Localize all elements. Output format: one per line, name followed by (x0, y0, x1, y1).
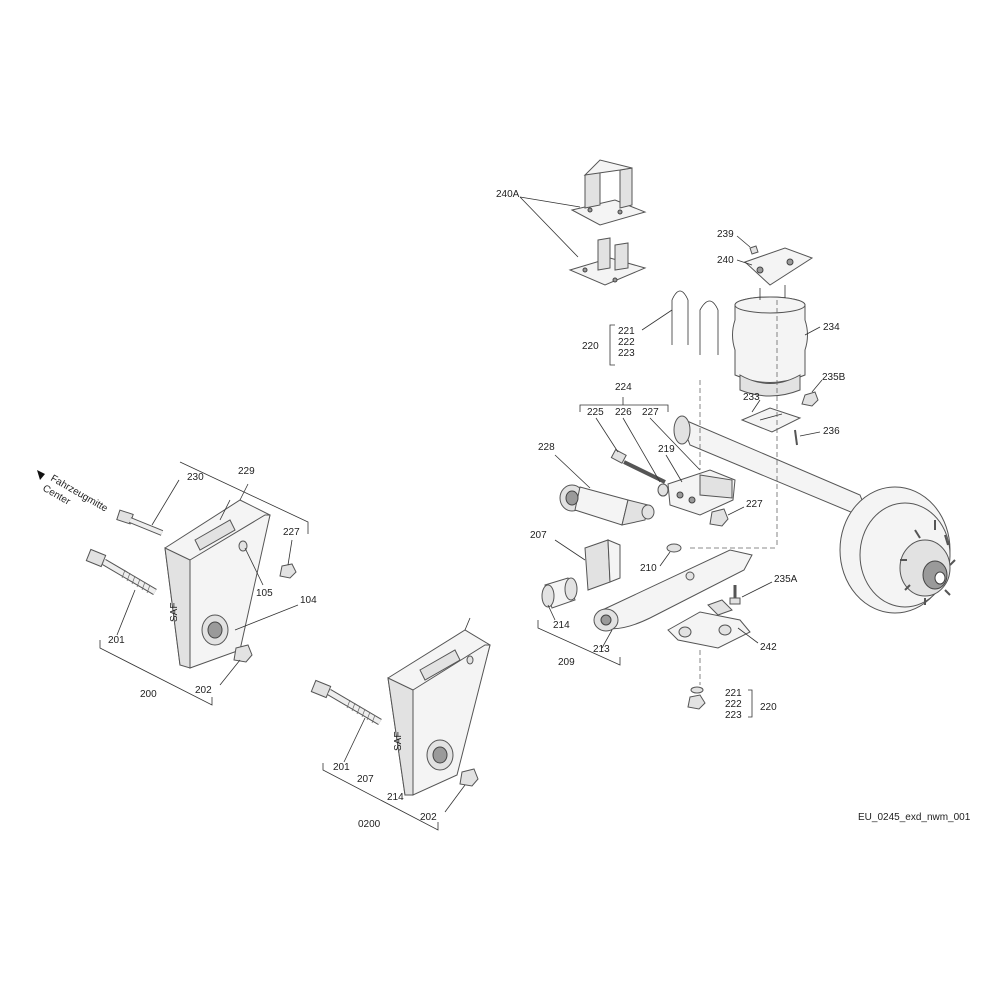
nut-227-left (279, 563, 297, 579)
bracket-assembly-200: SAF (85, 461, 309, 706)
label-236: 236 (823, 426, 840, 437)
label-223-lower: 223 (725, 710, 742, 721)
label-227-axle: 227 (746, 499, 763, 510)
label-235A: 235A (774, 574, 798, 585)
label-226: 226 (615, 407, 632, 418)
axle-beam (673, 415, 871, 521)
label-207-lower: 207 (357, 774, 374, 785)
label-220-upper: 220 (582, 341, 599, 352)
label-210: 210 (640, 563, 657, 574)
label-207-axle: 207 (530, 530, 547, 541)
label-104: 104 (300, 595, 317, 606)
label-105: 105 (256, 588, 273, 599)
svg-text:SAF: SAF (393, 732, 404, 751)
label-230: 230 (187, 472, 204, 483)
orientation-arrow-icon (37, 470, 45, 480)
label-228: 228 (538, 442, 555, 453)
label-221-lower: 221 (725, 688, 742, 699)
trailing-arm-213 (593, 549, 753, 632)
bracket-207 (584, 539, 621, 591)
brake-drum-hub (839, 486, 956, 614)
u-bolts-221 (671, 290, 719, 355)
axle-assembly (519, 159, 956, 718)
label-234: 234 (823, 322, 840, 333)
label-240: 240 (717, 255, 734, 266)
label-240A: 240A (496, 189, 520, 200)
label-214-axle: 214 (553, 620, 570, 631)
label-201-lower: 201 (333, 762, 350, 773)
label-227-224: 227 (642, 407, 659, 418)
label-202-left: 202 (195, 685, 212, 696)
label-229: 229 (238, 466, 255, 477)
lower-nuts-221 (687, 686, 706, 710)
label-242: 242 (760, 642, 777, 653)
top-plate-240 (744, 247, 814, 286)
nut-239 (749, 245, 759, 255)
label-222-lower: 222 (725, 699, 742, 710)
bolt-230 (116, 509, 164, 536)
washer-210 (666, 543, 682, 553)
air-spring-234 (732, 285, 808, 397)
label-219: 219 (658, 444, 675, 455)
bolt-201-lower (310, 679, 382, 726)
nut-227-axle (709, 508, 729, 527)
label-213: 213 (593, 644, 610, 655)
bracket-assembly-0200: SAF (310, 617, 491, 831)
mounting-plate-240A-upper (570, 159, 647, 226)
part-labels: Fahrzeugmitte Center 240A 239 240 221 22… (41, 189, 971, 830)
label-224: 224 (615, 382, 632, 393)
label-223-upper: 223 (618, 348, 635, 359)
label-220-lower: 220 (760, 702, 777, 713)
label-233: 233 (743, 392, 760, 403)
mounting-plate-240A-lower (568, 237, 647, 286)
label-235B: 235B (822, 372, 846, 383)
label-209: 209 (558, 657, 575, 668)
nut-202-left (233, 644, 253, 663)
label-201-left: 201 (108, 635, 125, 646)
screw-236 (794, 429, 798, 446)
hanger-bracket-right: SAF (387, 617, 491, 796)
label-200: 200 (140, 689, 157, 700)
shock-absorber-228 (559, 484, 655, 526)
bolt-201 (85, 548, 157, 596)
axle-bracket-219 (667, 469, 736, 516)
label-225: 225 (587, 407, 604, 418)
washer-226 (657, 483, 669, 497)
label-222-upper: 222 (618, 337, 635, 348)
bolt-235A (729, 585, 741, 605)
nut-235B (801, 391, 819, 407)
label-0200: 0200 (358, 819, 381, 830)
svg-text:SAF: SAF (169, 603, 180, 622)
label-221-upper: 221 (618, 326, 635, 337)
plate-233 (740, 407, 802, 433)
label-239: 239 (717, 229, 734, 240)
clamp-plate-242 (667, 599, 751, 649)
label-202-lower: 202 (420, 812, 437, 823)
bushing-214 (541, 577, 578, 609)
label-227-left: 227 (283, 527, 300, 538)
drawing-id: EU_0245_exd_nwm_001 (858, 812, 971, 823)
label-214-lower: 214 (387, 792, 404, 803)
nut-202-lower (459, 768, 479, 787)
hanger-bracket-left: SAF (164, 483, 271, 669)
